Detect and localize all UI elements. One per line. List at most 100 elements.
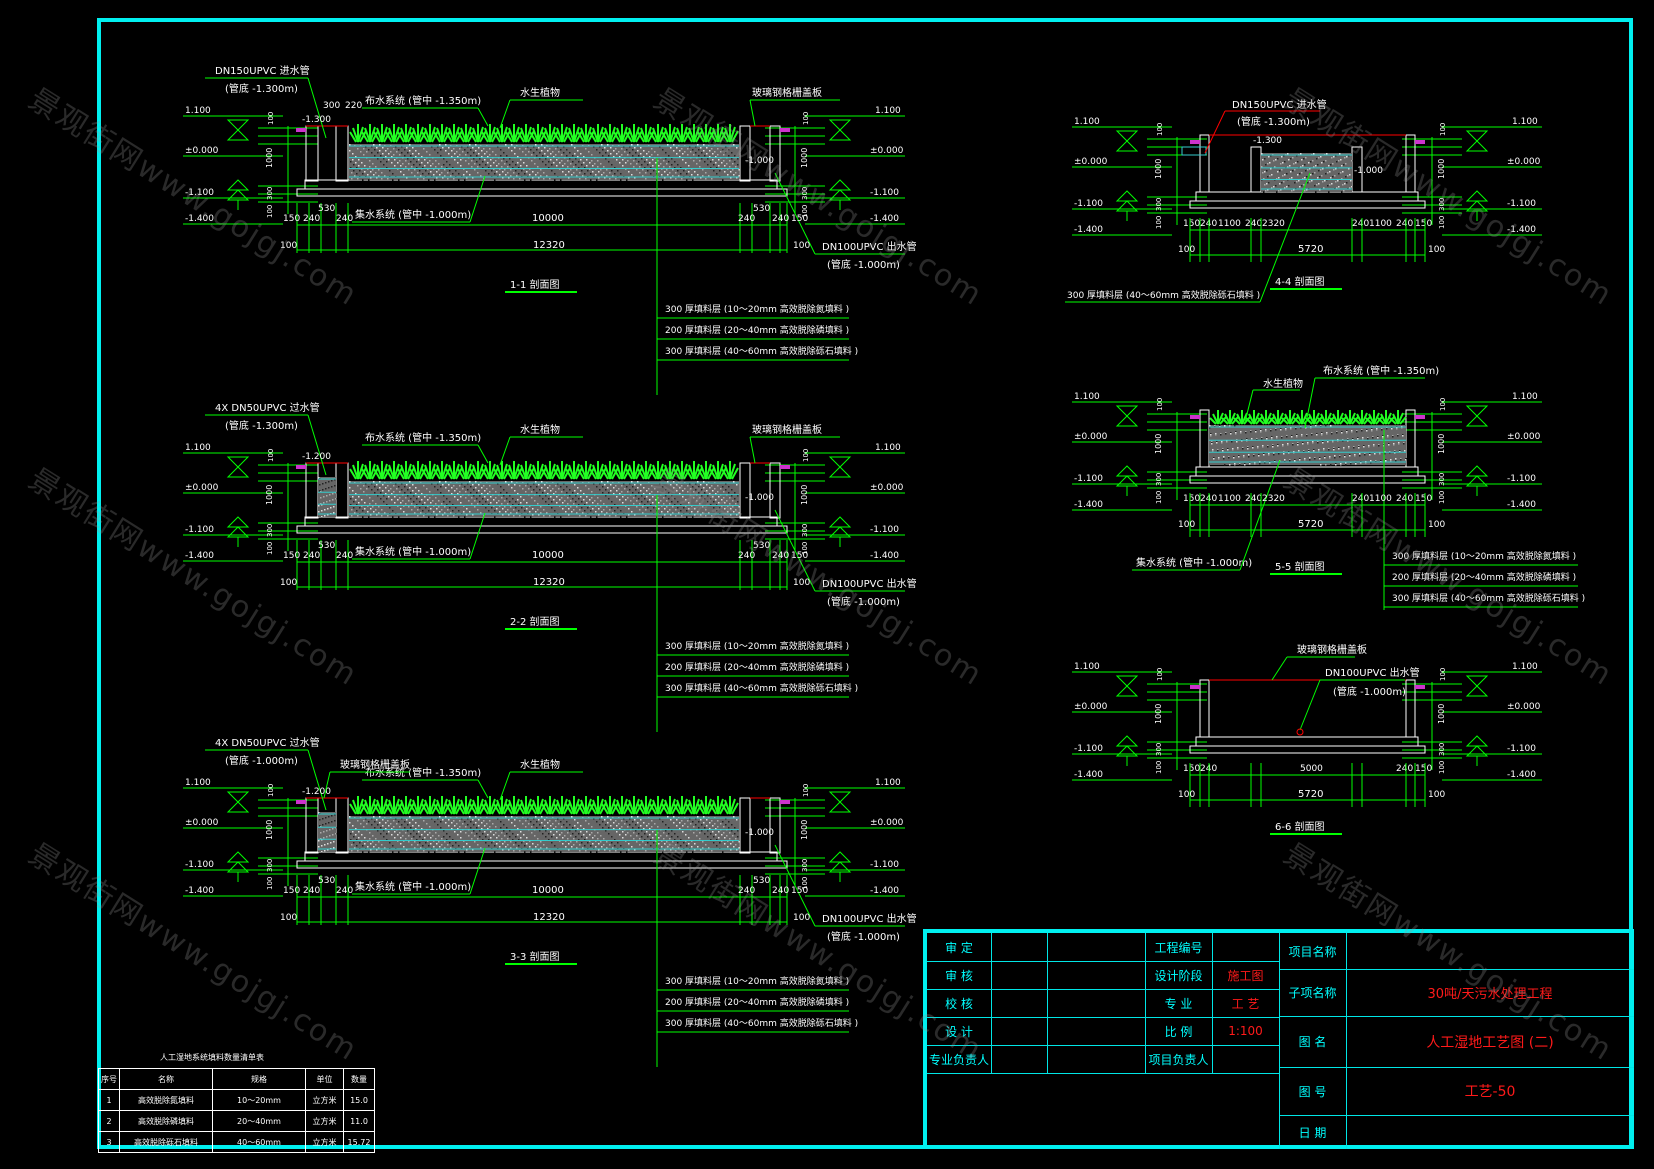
- media-grain: [687, 820, 689, 822]
- media-grain: [670, 819, 672, 821]
- media-grain: [542, 161, 544, 163]
- media-grain: [1368, 445, 1370, 447]
- media-grain: [592, 165, 594, 167]
- media-grain: [688, 843, 690, 845]
- media-grain: [521, 170, 523, 172]
- media-grain: [666, 169, 668, 171]
- media-grain: [633, 838, 635, 840]
- cover-plate-label: 玻璃钢格栅盖板: [752, 86, 822, 99]
- media-grain: [442, 849, 444, 851]
- media-grain: [526, 171, 528, 173]
- media-grain: [1262, 445, 1264, 447]
- media-grain: [393, 148, 395, 150]
- media-grain: [1264, 158, 1266, 160]
- media-grain: [535, 846, 537, 848]
- media-grain: [622, 837, 624, 839]
- media-grain: [414, 512, 416, 514]
- media-grain: [716, 839, 718, 841]
- media-grain: [1393, 443, 1395, 445]
- media-grain: [373, 816, 375, 818]
- media-grain: [375, 172, 377, 174]
- outlet-elevation-label: (管底 -1.000m): [827, 258, 900, 271]
- media-grain: [1361, 430, 1363, 432]
- plant-icon: [493, 461, 511, 480]
- media-grain: [533, 152, 535, 154]
- media-grain: [670, 484, 672, 486]
- media-grain: [685, 162, 687, 164]
- media-grain: [738, 847, 740, 849]
- plant-icon: [421, 796, 439, 815]
- media-grain: [734, 498, 736, 500]
- media-grain: [664, 843, 666, 845]
- media-grain: [687, 148, 689, 150]
- media-grain: [1388, 443, 1390, 445]
- media-grain: [327, 843, 329, 845]
- media-grain: [1351, 186, 1353, 188]
- media-grain: [525, 485, 527, 487]
- elevation-triangle-icon: [828, 516, 852, 528]
- media-grain: [674, 161, 676, 163]
- media-grain: [482, 839, 484, 841]
- media-grain: [707, 830, 709, 832]
- media-grain: [1400, 459, 1402, 461]
- media-grain: [386, 498, 388, 500]
- label-date: 日 期: [1298, 1125, 1327, 1140]
- media-grain: [623, 483, 625, 485]
- media-grain: [1381, 429, 1383, 431]
- media-grain: [735, 838, 737, 840]
- media-grain: [532, 177, 534, 179]
- media-grain: [398, 516, 400, 518]
- dimension-label: 1100: [1218, 219, 1241, 229]
- media-grain: [373, 846, 375, 848]
- media-grain: [576, 169, 578, 171]
- dimension-label: 530: [753, 876, 770, 886]
- media-grain: [1317, 442, 1319, 444]
- media-grain: [597, 497, 599, 499]
- media-grain: [623, 146, 625, 148]
- media-grain: [419, 501, 421, 503]
- media-grain: [621, 491, 623, 493]
- wall: [1199, 134, 1210, 193]
- media-grain: [1211, 443, 1213, 445]
- media-grain: [591, 154, 593, 156]
- media-grain: [503, 489, 505, 491]
- media-grain: [377, 158, 379, 160]
- media-grain: [430, 171, 432, 173]
- elevation-triangle-icon: [828, 456, 852, 468]
- media-grain: [394, 496, 396, 498]
- media-grain: [1292, 157, 1294, 159]
- value-scale: 1:100: [1228, 1024, 1263, 1038]
- media-grain: [652, 831, 654, 833]
- media-grain: [1275, 429, 1277, 431]
- media-grain: [736, 819, 738, 821]
- media-grain: [731, 489, 733, 491]
- media-grain: [538, 849, 540, 851]
- media-grain: [353, 170, 355, 172]
- media-grain: [531, 826, 533, 828]
- media-grain: [401, 818, 403, 820]
- media-grain: [519, 485, 521, 487]
- media-grain: [349, 144, 351, 146]
- media-grain: [703, 150, 705, 152]
- media-grain: [323, 496, 325, 498]
- media-grain: [385, 493, 387, 495]
- media-grain: [717, 148, 719, 150]
- media-grain: [629, 818, 631, 820]
- media-grain: [543, 515, 545, 517]
- media-grain: [433, 174, 435, 176]
- media-grain: [1385, 459, 1387, 461]
- media-grain: [469, 846, 471, 848]
- media-grain: [323, 502, 325, 504]
- media-grain: [497, 818, 499, 820]
- media-grain: [549, 148, 551, 150]
- media-grain: [717, 154, 719, 156]
- media-grain: [326, 501, 328, 503]
- wall: [1405, 679, 1416, 738]
- media-grain: [438, 841, 440, 843]
- media-grain: [1302, 442, 1304, 444]
- media-grain: [710, 833, 712, 835]
- media-grain: [1252, 446, 1254, 448]
- media-grain: [649, 493, 651, 495]
- media-grain: [1378, 445, 1380, 447]
- dimension-label: 100: [801, 205, 809, 218]
